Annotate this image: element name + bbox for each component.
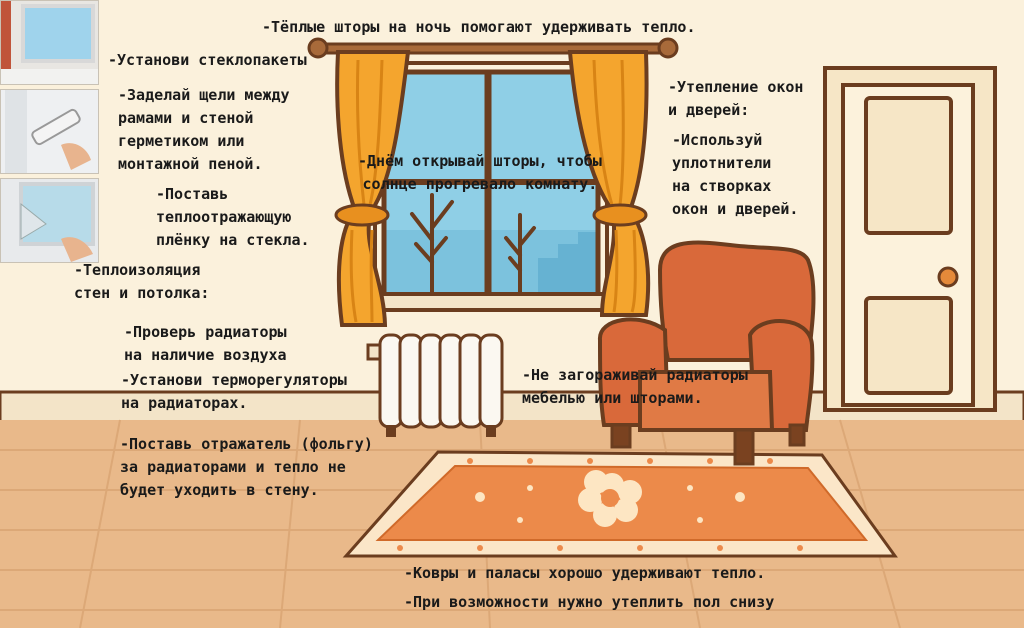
left-curtain	[334, 50, 411, 327]
note-wall-insulation: -Теплоизоляция стен и потолка:	[74, 261, 210, 302]
door-knob	[937, 266, 959, 288]
note-radiators-free: -Не загораживай радиаторы мебелью или шт…	[522, 366, 748, 407]
note-open-curtains: -Днём открывай шторы, чтобы солнце прогр…	[358, 152, 602, 193]
sealant-gun-thumbnail	[0, 89, 99, 174]
note-door-insulation: -Утепление окон и дверей:	[668, 78, 804, 119]
rug	[342, 450, 898, 558]
note-warm-curtains: -Тёплые шторы на ночь помогают удерживат…	[262, 18, 696, 36]
note-seals: -Используй уплотнители на створках окон …	[672, 131, 799, 218]
note-seal-gaps: -Заделай щели между рамами и стеной герм…	[118, 86, 290, 173]
double-glazed-window-thumbnail	[0, 0, 99, 85]
right-curtain	[567, 50, 651, 317]
door	[823, 66, 997, 412]
armchair	[598, 240, 816, 466]
note-reflective-film: -Поставь теплоотражающую плёнку на стекл…	[156, 185, 310, 249]
radiator	[366, 333, 504, 437]
note-thermostats: -Установи терморегуляторы на радиаторах.	[121, 371, 347, 412]
note-rugs: -Ковры и паласы хорошо удерживают тепло.	[404, 564, 766, 582]
reflective-film-thumbnail	[0, 178, 99, 263]
note-floor: -При возможности нужно утеплить пол сниз…	[404, 593, 775, 611]
window	[363, 61, 621, 312]
note-windows: -Установи стеклопакеты	[108, 51, 307, 69]
note-check-radiators: -Проверь радиаторы на наличие воздуха	[124, 323, 287, 364]
note-foil: -Поставь отражатель (фольгу) за радиатор…	[120, 435, 373, 499]
